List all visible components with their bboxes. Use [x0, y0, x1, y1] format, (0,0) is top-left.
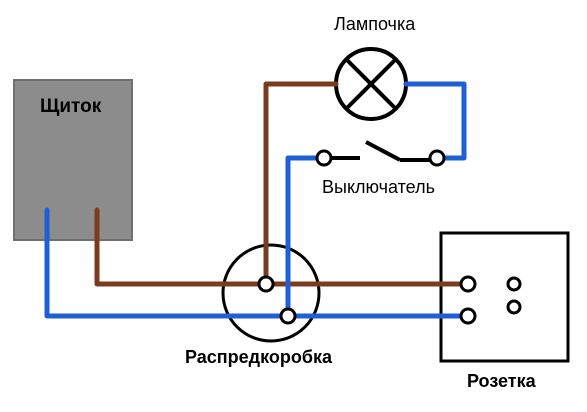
electrical-panel: Щиток [13, 79, 133, 241]
lamp-label: Лампочка [334, 14, 416, 34]
lamp-symbol-icon [334, 47, 408, 121]
junction-box-label: Распредкоробка [185, 347, 333, 367]
socket-label: Розетка [467, 371, 537, 391]
blue-wire [44, 81, 471, 319]
terminal-points [257, 275, 477, 325]
junction-box-icon [221, 243, 321, 343]
panel-label: Щиток [40, 96, 102, 117]
socket-outlet-icon [439, 231, 570, 363]
switch-contact-icon [315, 140, 446, 167]
brown-wire [94, 81, 471, 287]
switch-label: Выключатель [322, 177, 435, 197]
